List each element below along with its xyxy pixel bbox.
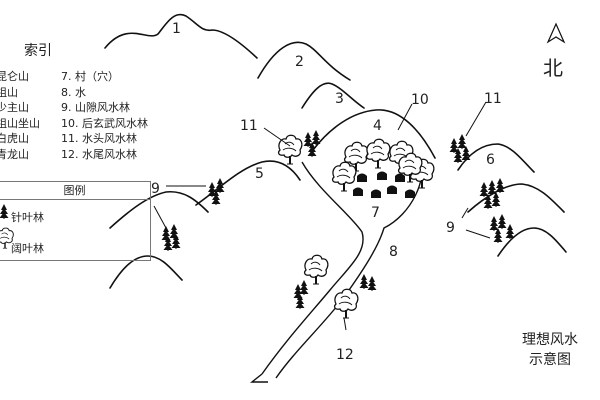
num-7: 7: [371, 205, 380, 221]
mountain-4-zuoshan: [312, 109, 436, 159]
mountain-5-ridge2: [109, 190, 209, 229]
north-label: 北: [543, 56, 563, 80]
index-item: 少主山: [0, 101, 29, 114]
index-list-mountains: 昆仑山 祖山 少主山 祖山坐山 白虎山 青龙山: [0, 69, 40, 162]
num-9-right: 9: [446, 220, 455, 236]
mountain-3-shaozhu: [301, 82, 365, 109]
legend-box: 图例 针叶林 阔叶林: [0, 181, 151, 261]
mountain-1-kunlun: [104, 13, 258, 59]
num-9-left: 9: [151, 181, 160, 197]
num-5: 5: [255, 166, 264, 182]
broadleaf-grove-10: [331, 138, 435, 192]
num-8: 8: [389, 244, 398, 260]
index-item: 祖山坐山: [0, 116, 40, 130]
caption-line-1: 理想风水: [522, 332, 578, 348]
broadleaf-grove-11-left: [277, 134, 303, 165]
north-arrow-icon: [546, 22, 566, 44]
index-item: 昆仑山: [0, 70, 29, 83]
index-title: 索引: [24, 43, 52, 59]
mountain-left-low: [109, 255, 183, 289]
mountain-right-low: [497, 227, 567, 257]
num-10: 10: [411, 92, 429, 108]
diagram-caption: 理想风水 示意图: [522, 330, 578, 370]
index-item: 11. 水头风水林: [61, 132, 137, 145]
index-item: 青龙山: [0, 147, 29, 161]
river-arrow: [250, 373, 268, 383]
index-list-features: 7. 村（穴） 8. 水 9. 山隙风水林 10. 后玄武风水林 11. 水头风…: [61, 69, 148, 162]
conifer-groups: [161, 129, 515, 310]
mountain-5-baihu: [195, 160, 301, 206]
num-2: 2: [295, 54, 304, 70]
index-item: 祖山: [0, 85, 18, 99]
legend-broadleaf-label: 阔叶林: [11, 242, 44, 255]
num-11-left: 11: [240, 118, 258, 134]
mountain-2-zushan: [257, 41, 351, 81]
index-item: 9. 山隙风水林: [61, 101, 130, 114]
caption-line-2: 示意图: [529, 352, 571, 368]
num-12: 12: [336, 347, 354, 363]
num-1: 1: [172, 21, 181, 37]
index-item: 7. 村（穴）: [61, 70, 119, 83]
num-4: 4: [373, 118, 382, 134]
num-11-right: 11: [484, 91, 502, 107]
num-6: 6: [486, 152, 495, 168]
mountain-6-ridge2: [467, 183, 565, 213]
index-item: 10. 后玄武风水林: [61, 116, 148, 130]
index-item: 12. 水尾风水林: [61, 147, 137, 161]
num-3: 3: [335, 91, 344, 107]
legend-title: 图例: [0, 182, 150, 200]
index-item: 白虎山: [0, 132, 29, 145]
broadleaf-grove-12: [303, 254, 359, 319]
index-item: 8. 水: [61, 85, 86, 99]
legend-conifer-label: 针叶林: [11, 211, 44, 224]
mountain-6-qinglong: [457, 143, 535, 173]
